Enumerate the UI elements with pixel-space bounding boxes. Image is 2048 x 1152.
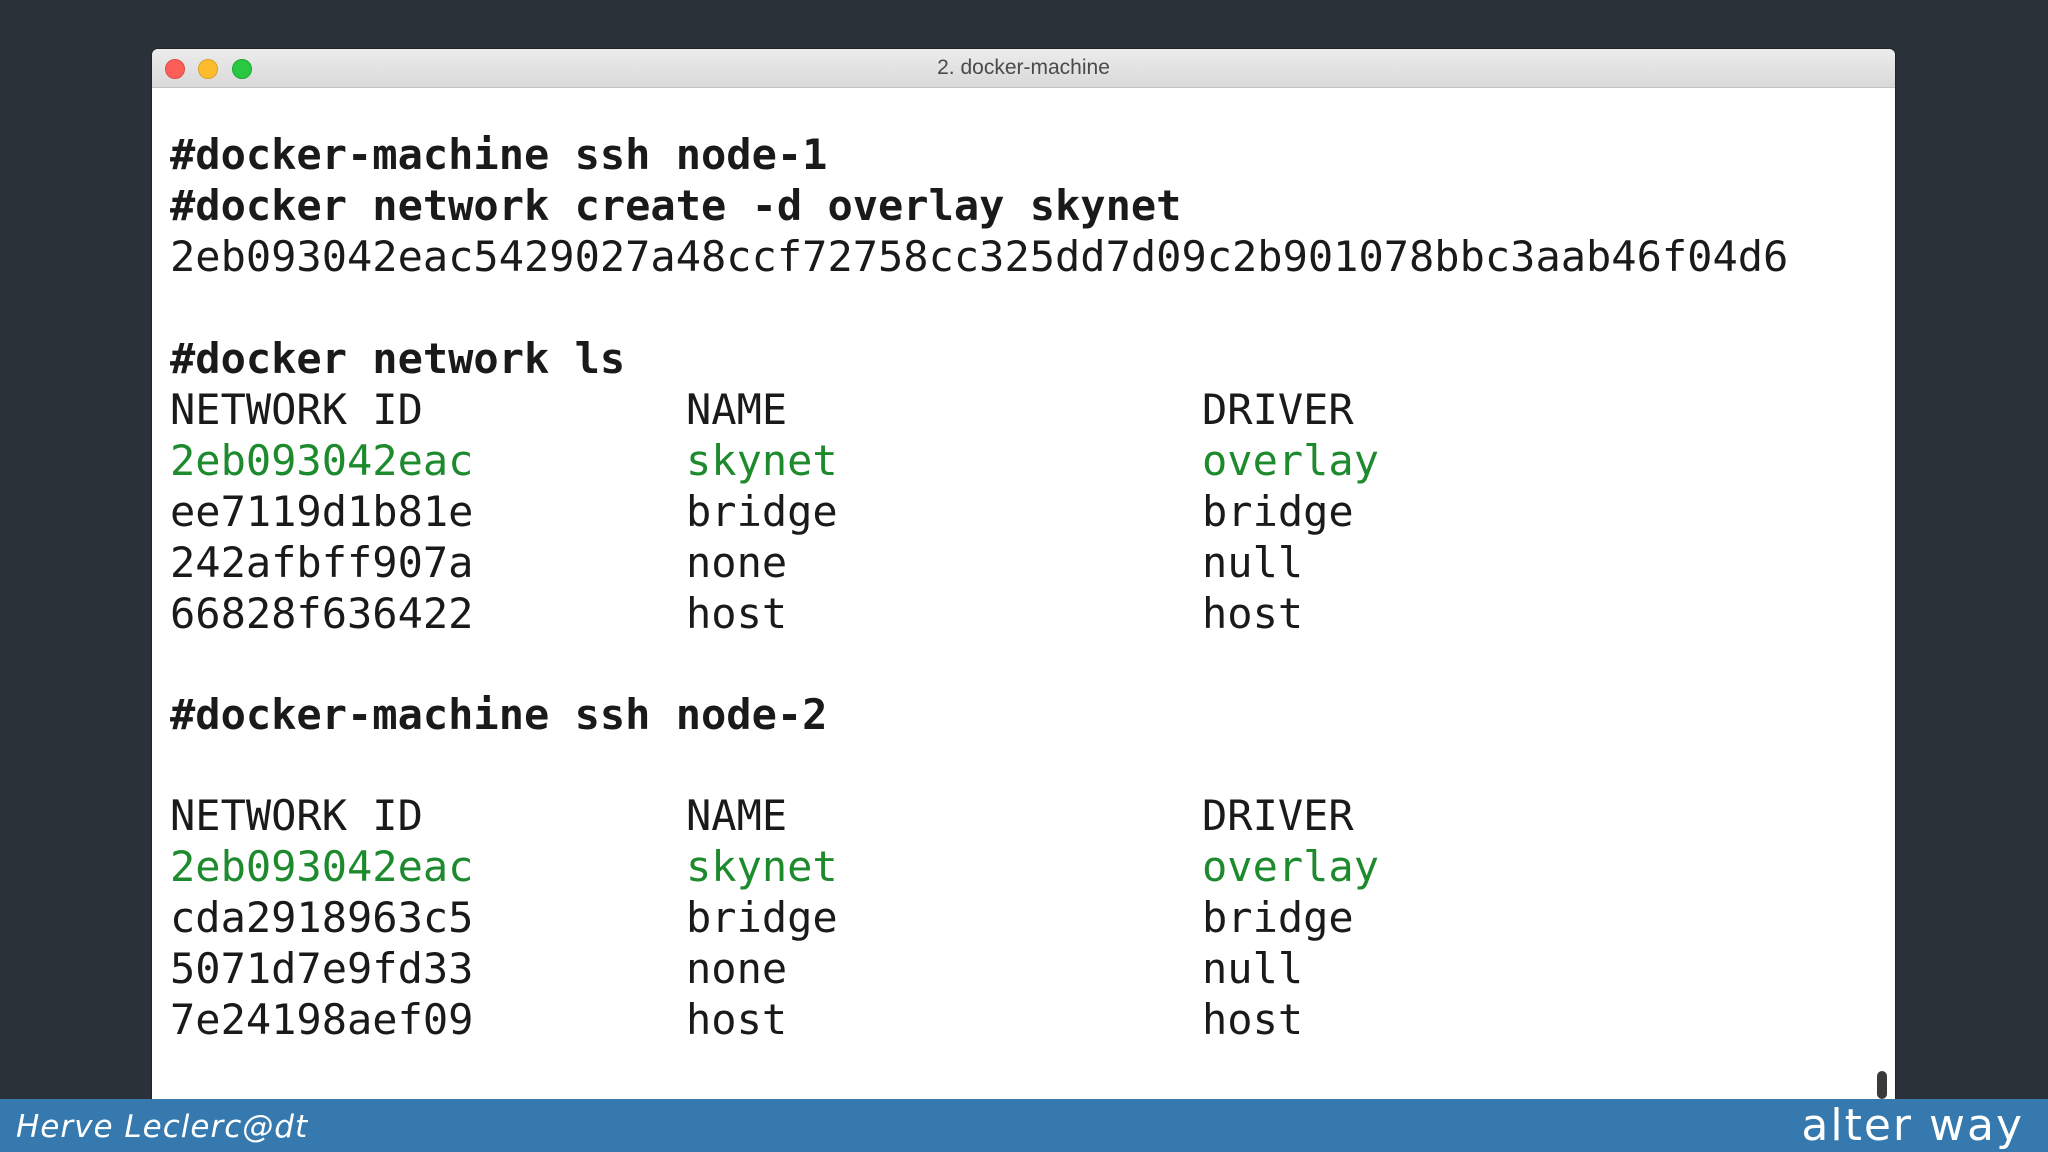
- network-name-cell: skynet: [686, 436, 838, 485]
- network-id-cell: cda2918963c5: [170, 893, 474, 942]
- column-header: NAME: [686, 385, 788, 434]
- network-driver-cell: host: [1202, 995, 1304, 1044]
- vertical-scrollbar-thumb[interactable]: [1877, 1071, 1887, 1099]
- table-row: 7e24198aef09 host host: [170, 994, 1570, 1045]
- table-row: cda2918963c5 bridge bridge: [170, 892, 1570, 943]
- network-name-cell: none: [686, 944, 788, 993]
- column-header: DRIVER: [1202, 791, 1354, 840]
- minimize-window-button[interactable]: [198, 59, 218, 79]
- network-driver-cell: bridge: [1202, 487, 1354, 536]
- window-titlebar[interactable]: 2. docker-machine: [152, 49, 1895, 88]
- command-line: #docker-machine ssh node-2: [170, 690, 828, 739]
- table-header-row: NETWORK ID NAME DRIVER: [170, 384, 1570, 435]
- network-name-cell: bridge: [686, 487, 838, 536]
- presentation-footer: Herve Leclerc@dt alter way: [0, 1099, 2048, 1152]
- network-driver-cell: null: [1202, 538, 1304, 587]
- network-name-cell: host: [686, 589, 788, 638]
- close-window-button[interactable]: [165, 59, 185, 79]
- table-row: ee7119d1b81e bridge bridge: [170, 486, 1570, 537]
- column-header: DRIVER: [1202, 385, 1354, 434]
- table-row: 5071d7e9fd33 none null: [170, 943, 1570, 994]
- brand-logo-text: alter way: [1801, 1100, 2024, 1151]
- network-driver-cell: bridge: [1202, 893, 1354, 942]
- column-header: NAME: [686, 791, 788, 840]
- table-row: 2eb093042eac skynet overlay: [170, 435, 1570, 486]
- column-header: NETWORK ID: [170, 385, 423, 434]
- network-driver-cell: overlay: [1202, 436, 1380, 485]
- network-name-cell: bridge: [686, 893, 838, 942]
- table-row: 2eb093042eac skynet overlay: [170, 841, 1570, 892]
- network-name-cell: skynet: [686, 842, 838, 891]
- network-driver-cell: overlay: [1202, 842, 1380, 891]
- output-line: 2eb093042eac5429027a48ccf72758cc325dd7d0…: [170, 232, 1789, 281]
- window-title: 2. docker-machine: [937, 56, 1110, 79]
- network-id-cell: 7e24198aef09: [170, 995, 474, 1044]
- terminal-window: 2. docker-machine #docker-machine ssh no…: [152, 49, 1895, 1099]
- zoom-window-button[interactable]: [232, 59, 252, 79]
- network-id-cell: 2eb093042eac: [170, 842, 474, 891]
- network-id-cell: 242afbff907a: [170, 538, 474, 587]
- network-id-cell: 66828f636422: [170, 589, 474, 638]
- network-id-cell: 5071d7e9fd33: [170, 944, 474, 993]
- command-line: #docker-machine ssh node-1: [170, 130, 828, 179]
- command-line: #docker network create -d overlay skynet: [170, 181, 1182, 230]
- network-id-cell: ee7119d1b81e: [170, 487, 474, 536]
- terminal-content[interactable]: #docker-machine ssh node-1 #docker netwo…: [170, 129, 1860, 1089]
- command-line: #docker network ls: [170, 334, 626, 383]
- network-driver-cell: null: [1202, 944, 1304, 993]
- network-name-cell: none: [686, 538, 788, 587]
- column-header: NETWORK ID: [170, 791, 423, 840]
- table-row: 242afbff907a none null: [170, 537, 1570, 588]
- network-id-cell: 2eb093042eac: [170, 436, 474, 485]
- table-header-row: NETWORK ID NAME DRIVER: [170, 790, 1570, 841]
- network-driver-cell: host: [1202, 589, 1304, 638]
- presenter-name: Herve Leclerc@dt: [16, 1109, 309, 1145]
- network-name-cell: host: [686, 995, 788, 1044]
- table-row: 66828f636422 host host: [170, 588, 1570, 639]
